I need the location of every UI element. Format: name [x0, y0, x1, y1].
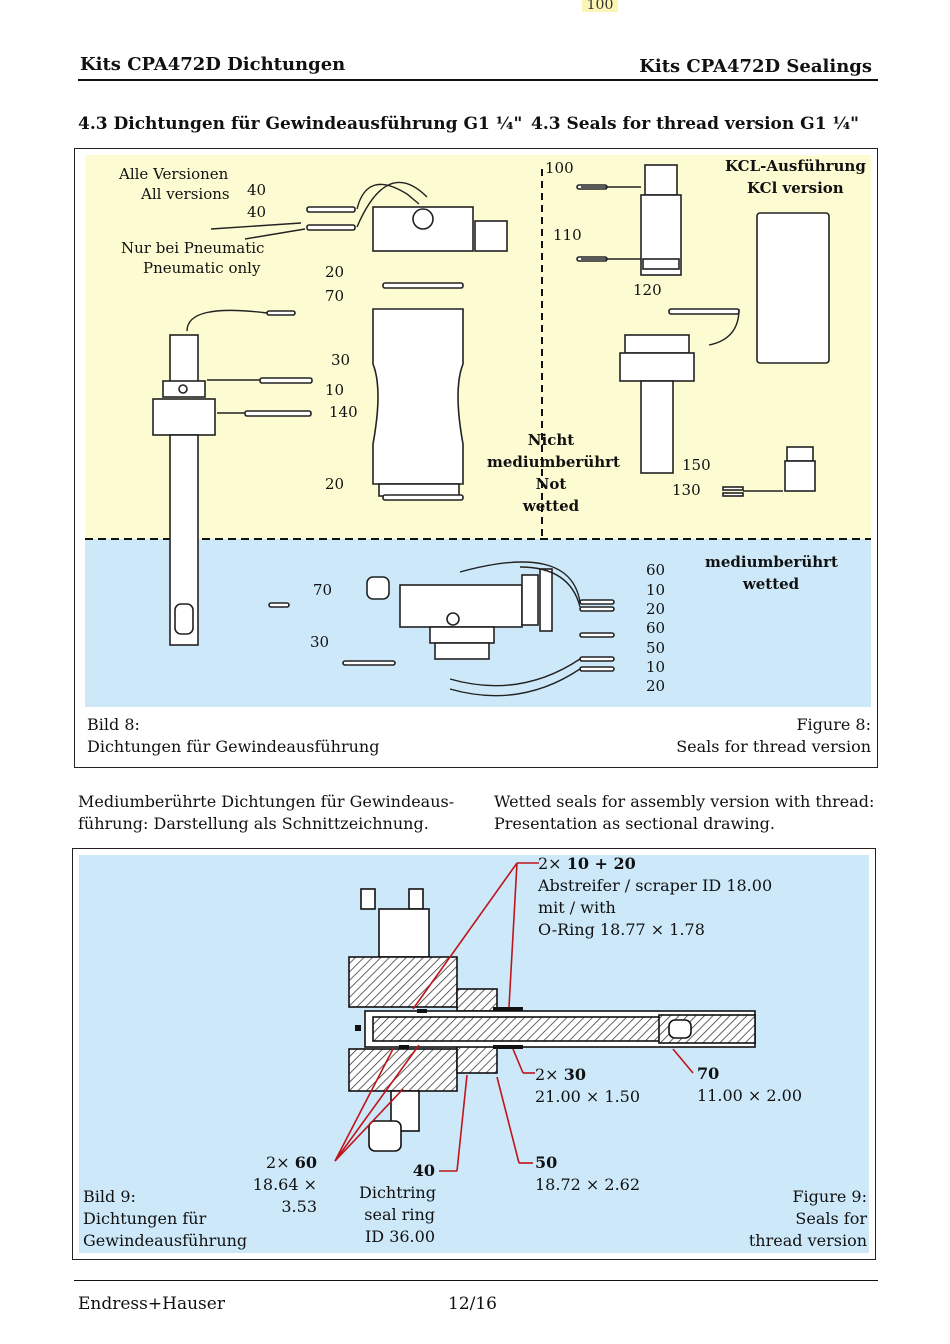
part-150: 150	[682, 456, 711, 474]
callout-10-20-prefix: 2×	[538, 854, 562, 873]
section-title-de: 4.3 Dichtungen für Gewindeausführung G1 …	[78, 114, 523, 134]
callout-60: 2× 60 18.64 × 3.53	[217, 1152, 317, 1218]
label-wetted-2: wetted	[742, 575, 800, 593]
fig9-caption-en: Figure 9: Seals for thread version	[749, 1186, 867, 1252]
part-120: 120	[633, 281, 662, 299]
fig9-caption-de-2: Dichtungen für	[83, 1209, 207, 1228]
callout-10-20-line2: Abstreifer / scraper ID 18.00	[538, 876, 773, 895]
label-not-wetted-1: Nicht	[527, 431, 575, 449]
label-kcl-de: KCL-Ausführung	[725, 157, 866, 175]
callout-70-part: 70	[697, 1064, 720, 1083]
part-100: 100	[545, 159, 574, 177]
part-30-b: 30	[310, 633, 330, 651]
figure-9-drawing	[79, 855, 869, 1253]
section-title-en: 4.3 Seals for thread version G1 ¼"	[531, 114, 860, 134]
callout-30-prefix: 2×	[535, 1065, 559, 1084]
ring-10-b: 10	[646, 658, 666, 676]
label-not-wetted-4: wetted	[522, 497, 580, 515]
callout-10-20-line3: mit / with	[538, 898, 616, 917]
label-not-wetted-3: Not	[535, 475, 567, 493]
callout-40-part: 40	[412, 1161, 435, 1180]
footer-rule	[74, 1280, 878, 1281]
callout-50: 50 18.72 × 2.62	[535, 1152, 640, 1196]
callout-70-line2: 11.00 × 2.00	[697, 1086, 803, 1105]
paragraph-de-1: Mediumberührte Dichtungen für Gewindeaus…	[78, 792, 455, 811]
callout-50-part: 50	[535, 1153, 558, 1172]
header-right: Kits CPA472D Sealings	[639, 56, 872, 77]
figure-9: 2× 10 + 20 Abstreifer / scraper ID 18.00…	[72, 848, 876, 1260]
ring-20-a: 20	[646, 600, 666, 618]
page-marker: 100	[582, 0, 618, 12]
ring-10-a: 10	[646, 581, 666, 599]
fig9-caption-de: Bild 9: Dichtungen für Gewindeausführung	[83, 1186, 247, 1252]
label-pneumatic-de: Nur bei Pneumatic	[121, 239, 265, 257]
ring-60-b: 60	[646, 619, 666, 637]
fig8-caption-de-2: Dichtungen für Gewindeausführung	[87, 737, 380, 756]
callout-70: 70 11.00 × 2.00	[697, 1063, 802, 1107]
paragraph-de-2: führung: Darstellung als Schnittzeichnun…	[78, 814, 429, 833]
label-not-wetted-2: mediumberührt	[487, 453, 620, 471]
part-30-a: 30	[331, 351, 351, 369]
callout-10-20-parts: 10 + 20	[566, 854, 636, 873]
callout-60-line2: 18.64 × 3.53	[252, 1175, 317, 1216]
footer-company: Endress+Hauser	[78, 1294, 225, 1314]
callout-40-line2: Dichtring	[359, 1183, 436, 1202]
part-20-b: 20	[325, 475, 345, 493]
label-pneumatic-en: Pneumatic only	[143, 259, 261, 277]
part-110: 110	[553, 226, 582, 244]
callout-50-line2: 18.72 × 2.62	[535, 1175, 641, 1194]
part-130: 130	[672, 481, 701, 499]
label-not-wetted: Nicht mediumberührt Not wetted	[487, 429, 620, 517]
label-all-versions-de: Alle Versionen	[119, 165, 229, 183]
fig8-caption-en-2: Seals for thread version	[676, 737, 871, 756]
label-wetted-1: mediumberührt	[705, 553, 838, 571]
callout-40-line3: seal ring	[364, 1205, 435, 1224]
ring-60-a: 60	[646, 561, 666, 579]
callout-10-20-line4: O-Ring 18.77 × 1.78	[538, 920, 705, 939]
part-140: 140	[329, 403, 358, 421]
header-rule	[78, 79, 878, 81]
part-70-a: 70	[325, 287, 345, 305]
callout-30-part: 30	[563, 1065, 586, 1084]
fig9-caption-en-1: Figure 9:	[792, 1187, 867, 1206]
fig8-caption-de-1: Bild 8:	[87, 715, 140, 734]
header-left: Kits CPA472D Dichtungen	[80, 54, 346, 75]
fig9-caption-en-3: thread version	[748, 1231, 867, 1250]
part-70-b: 70	[313, 581, 333, 599]
ring-20-b: 20	[646, 677, 666, 695]
fig9-caption-en-2: Seals for	[795, 1209, 867, 1228]
fig9-caption-de-3: Gewindeausführung	[83, 1231, 248, 1250]
paragraph-de: Mediumberührte Dichtungen für Gewindeaus…	[78, 791, 454, 835]
part-10-a: 10	[325, 381, 345, 399]
ring-50: 50	[646, 639, 666, 657]
figure-8-drawing	[85, 155, 871, 707]
paragraph-en-2: Presentation as sectional drawing.	[494, 814, 775, 833]
callout-60-part: 60	[294, 1153, 317, 1172]
callout-40-line4: ID 36.00	[364, 1227, 435, 1246]
footer-page-number: 12/16	[448, 1294, 497, 1314]
part-40-b: 40	[247, 203, 267, 221]
callout-40: 40 Dichtring seal ring ID 36.00	[359, 1160, 436, 1248]
fig8-caption-en: Figure 8: Seals for thread version	[676, 714, 871, 758]
callout-30: 2× 30 21.00 × 1.50	[535, 1064, 640, 1108]
part-20-a: 20	[325, 263, 345, 281]
paragraph-en: Wetted seals for assembly version with t…	[494, 791, 874, 835]
fig8-caption-en-1: Figure 8:	[796, 715, 871, 734]
fig9-caption-de-1: Bild 9:	[83, 1187, 136, 1206]
figure-8: Alle Versionen All versions Nur bei Pneu…	[74, 148, 878, 768]
callout-10-20: 2× 10 + 20 Abstreifer / scraper ID 18.00…	[538, 853, 772, 941]
label-all-versions-en: All versions	[141, 185, 230, 203]
fig8-caption-de: Bild 8: Dichtungen für Gewindeausführung	[87, 714, 379, 758]
label-kcl-en: KCl version	[747, 179, 844, 197]
callout-30-line2: 21.00 × 1.50	[535, 1087, 641, 1106]
part-40-a: 40	[247, 181, 267, 199]
paragraph-en-1: Wetted seals for assembly version with t…	[494, 792, 875, 811]
label-wetted: mediumberührt wetted	[705, 551, 838, 595]
callout-60-prefix: 2×	[266, 1153, 290, 1172]
